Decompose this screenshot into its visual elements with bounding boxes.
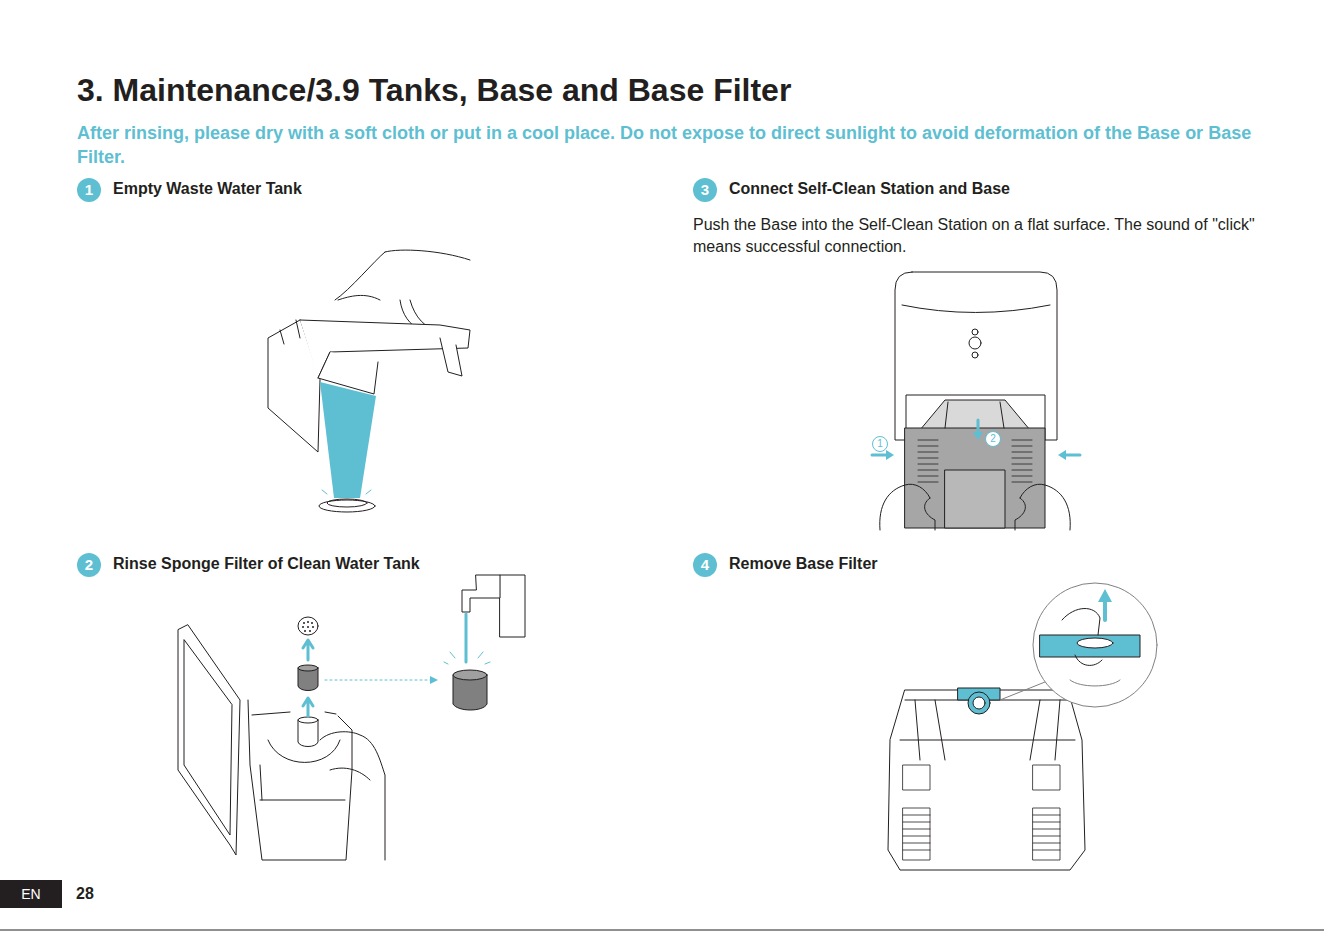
step-number: 4 — [693, 553, 717, 577]
step-heading: Connect Self-Clean Station and Base — [729, 180, 1010, 198]
step-number: 1 — [77, 178, 101, 202]
step-heading: Rinse Sponge Filter of Clean Water Tank — [113, 555, 420, 573]
step-heading: Empty Waste Water Tank — [113, 180, 302, 198]
page-title: 3. Maintenance/3.9 Tanks, Base and Base … — [77, 72, 791, 109]
page-number: 28 — [76, 882, 94, 906]
callout-number: 1 — [872, 436, 888, 452]
caution-note: After rinsing, please dry with a soft cl… — [77, 121, 1267, 169]
callout-number: 2 — [985, 431, 1001, 447]
station-illustration — [872, 272, 1080, 530]
clean-tank-illustration — [178, 575, 525, 860]
language-tab: EN — [0, 880, 62, 908]
waste-tank-illustration — [268, 250, 470, 512]
step-number: 3 — [693, 178, 717, 202]
step-instruction: Push the Base into the Self-Clean Statio… — [693, 214, 1258, 258]
base-filter-illustration — [888, 583, 1157, 870]
step-heading: Remove Base Filter — [729, 555, 878, 573]
footer-rule — [0, 930, 1324, 931]
language-code: EN — [21, 886, 40, 902]
step-number: 2 — [77, 553, 101, 577]
